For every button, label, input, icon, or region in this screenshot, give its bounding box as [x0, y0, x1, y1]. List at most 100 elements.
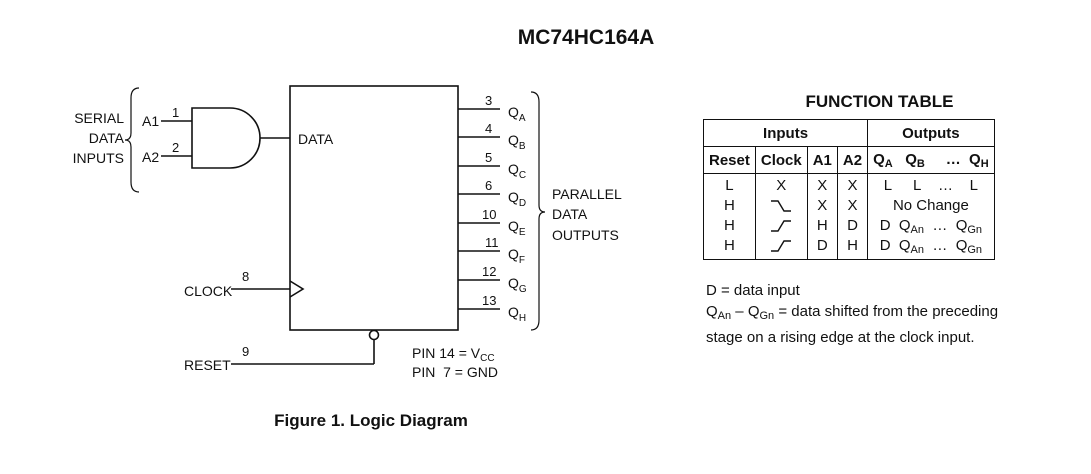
- table-cell: H: [816, 217, 828, 234]
- table-cell: H: [724, 217, 735, 234]
- table-cell: X: [847, 197, 858, 214]
- power-pin-vcc: PIN 14 = VCC: [412, 345, 495, 364]
- table-cell: [761, 236, 802, 256]
- table-cell: H: [724, 197, 735, 214]
- table-notes: D = data input QAn – QGn = data shifted …: [706, 280, 998, 348]
- output-label: QH: [508, 304, 526, 324]
- table-cell: D QAn … QGn: [879, 217, 983, 236]
- table-cell: L: [725, 177, 734, 194]
- parallel-outputs-brace: [530, 91, 546, 331]
- table-cell: [761, 196, 802, 216]
- col-reset: Reset: [703, 146, 756, 174]
- table-cell: X: [847, 177, 858, 194]
- output-pin: 12 QG: [458, 264, 527, 295]
- output-label: QB: [508, 132, 526, 152]
- note-line: stage on a rising edge at the clock inpu…: [706, 329, 975, 346]
- table-cell: D QAn … QGn: [879, 237, 983, 256]
- reset-label: RESET: [184, 357, 231, 373]
- note-line: QAn – QGn = data shifted from the preced…: [706, 303, 999, 322]
- shift-register-block: [289, 85, 459, 331]
- col-a2: A2: [836, 146, 869, 174]
- serial-label-line: DATA: [89, 130, 125, 146]
- table-cell: [761, 216, 802, 236]
- outputs-column-cells: L L … L No Change D QAn … QGn D QAn … QG…: [867, 173, 995, 260]
- output-label: QA: [508, 104, 526, 124]
- output-pin: 4 QB: [458, 121, 526, 152]
- a1-column-cells: X X H D: [806, 173, 838, 260]
- table-cell: X: [776, 177, 787, 194]
- clock-triangle-icon: [289, 280, 305, 298]
- reset-inversion-bubble: [368, 329, 380, 341]
- reset-pin: 9: [242, 344, 249, 359]
- falling-edge-icon: [771, 200, 792, 212]
- output-label: QC: [508, 161, 526, 181]
- clock-column-cells: X: [754, 173, 808, 260]
- table-group-header-row: Inputs Outputs: [702, 119, 995, 147]
- output-pin: 3 QA: [458, 93, 526, 124]
- parallel-data-outputs-label: PARALLEL DATA OUTPUTS: [552, 186, 622, 243]
- output-pin: 6 QD: [458, 178, 526, 209]
- output-pin: 5 QC: [458, 150, 526, 181]
- gate-output-label: DATA: [298, 131, 334, 147]
- output-label: QE: [508, 218, 526, 238]
- clock-pin: 8: [242, 269, 249, 284]
- figure-caption: Figure 1. Logic Diagram: [274, 411, 468, 430]
- col-ellipsis: …: [945, 150, 961, 168]
- serial-inputs-brace: [124, 87, 140, 193]
- output-label: QD: [508, 189, 526, 209]
- serial-label-line: INPUTS: [73, 150, 124, 166]
- col-qa: QA: [873, 150, 893, 170]
- output-pin: 13 QH: [458, 293, 526, 324]
- a2-column-cells: X X D H: [836, 173, 869, 260]
- output-pin-number: 6: [485, 178, 492, 193]
- parallel-label-line: OUTPUTS: [552, 227, 619, 243]
- rising-edge-icon: [771, 220, 792, 232]
- col-clock: Clock: [754, 146, 808, 174]
- table-column-header-row: Reset Clock A1 A2 QA QB … QH: [703, 146, 995, 174]
- output-pin-number: 4: [485, 121, 492, 136]
- output-pin-number: 13: [482, 293, 496, 308]
- function-table-title: FUNCTION TABLE: [805, 92, 954, 111]
- table-cell: X: [817, 177, 828, 194]
- output-label: QG: [508, 275, 527, 295]
- function-table: Inputs Outputs Reset Clock A1 A2 QA QB ……: [702, 119, 995, 260]
- clock-label: CLOCK: [184, 283, 233, 299]
- input-a2-label: A2: [142, 149, 159, 165]
- input-a1-label: A1: [142, 113, 159, 129]
- output-pin: 10 QE: [458, 207, 526, 238]
- rising-edge-icon: [771, 240, 792, 252]
- output-pin-number: 12: [482, 264, 496, 279]
- col-outputs: QA QB … QH: [867, 146, 995, 174]
- table-cell: No Change: [892, 197, 969, 214]
- note-line: D = data input: [706, 282, 800, 299]
- outputs-group-header: Outputs: [867, 119, 995, 147]
- table-cell: X: [817, 197, 828, 214]
- output-pins: 3 QA 4 QB 5 QC 6 QD 10 QE 11 QF: [458, 93, 527, 324]
- input-a2-pin: 2: [172, 140, 179, 155]
- table-body: L H H H X X X H D X X D H: [703, 173, 995, 260]
- col-a1: A1: [806, 146, 838, 174]
- table-cell: H: [847, 237, 858, 254]
- power-pin-gnd: PIN 7 = GND: [412, 364, 498, 380]
- parallel-label-line: DATA: [552, 206, 588, 222]
- output-pin-number: 3: [485, 93, 492, 108]
- output-pin-number: 5: [485, 150, 492, 165]
- table-cell: D: [816, 237, 828, 254]
- and-gate: [191, 107, 261, 169]
- input-a1-pin: 1: [172, 105, 179, 120]
- output-label: QF: [508, 246, 525, 266]
- serial-data-inputs-label: SERIAL DATA INPUTS: [73, 110, 125, 166]
- col-qb: QB: [905, 150, 925, 170]
- page-title: MC74HC164A: [518, 26, 655, 49]
- table-cell: L L … L: [883, 177, 978, 194]
- output-pin-number: 10: [482, 207, 496, 222]
- col-qh: QH: [969, 150, 989, 170]
- reset-column-cells: L H H H: [703, 173, 756, 260]
- table-cell: D: [847, 217, 858, 234]
- output-pin: 11 QF: [458, 235, 525, 266]
- output-pin-number: 11: [485, 235, 499, 250]
- parallel-label-line: PARALLEL: [552, 186, 622, 202]
- table-cell: H: [724, 237, 735, 254]
- inputs-group-header: Inputs: [702, 119, 869, 147]
